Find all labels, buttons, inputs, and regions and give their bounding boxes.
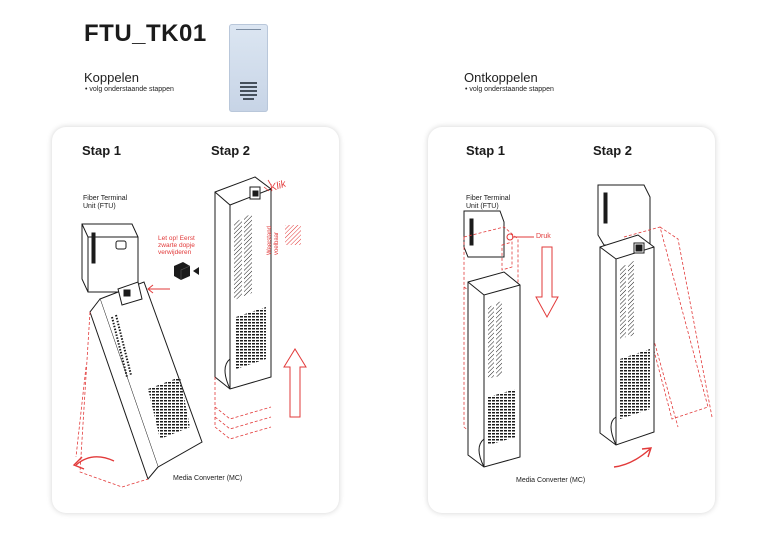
press-marker bbox=[506, 233, 534, 241]
disconnect-illustration bbox=[463, 184, 713, 468]
connect-warning-note: Let op! Eerst zwarte dopje verwijderen bbox=[158, 235, 195, 256]
connect-ftu-label: Fiber Terminal Unit (FTU) bbox=[83, 195, 128, 210]
connect-title: Koppelen bbox=[84, 70, 139, 85]
disconnect-subtitle: • volg onderstaande stappen bbox=[465, 86, 554, 93]
down-arrow-icon bbox=[535, 246, 559, 319]
rotate-guide bbox=[75, 311, 149, 488]
disconnect-mc-label: Media Converter (MC) bbox=[516, 477, 586, 484]
ftu-unit bbox=[81, 223, 139, 293]
connect-subtitle: • volg onderstaande stappen bbox=[85, 86, 174, 93]
push-up-arrow-icon bbox=[283, 348, 307, 418]
klik-marks-icon bbox=[263, 179, 272, 192]
media-converter-tilted bbox=[89, 281, 203, 480]
media-converter-upright bbox=[214, 176, 272, 390]
device-thumbnail bbox=[229, 24, 268, 112]
druk-label: Druk bbox=[536, 233, 551, 240]
rotate-out-arrow-icon bbox=[613, 447, 653, 468]
connect-card: Stap 1 Stap 2 Fiber Terminal Unit (FTU) … bbox=[52, 127, 339, 513]
rotate-arrow-icon bbox=[72, 456, 115, 470]
disconnect-card: Stap 1 Stap 2 Fiber Terminal Unit (FTU) … bbox=[428, 127, 715, 513]
media-converter-d2 bbox=[599, 234, 655, 446]
resistance-label: Weerstand voelbaar bbox=[267, 226, 280, 255]
disconnect-step2-label: Stap 2 bbox=[593, 143, 633, 158]
insert-arrow-icon bbox=[147, 284, 170, 294]
black-cap-icon bbox=[174, 262, 199, 280]
connect-step2-label: Stap 2 bbox=[211, 143, 251, 158]
connect-step1-label: Stap 1 bbox=[82, 143, 122, 158]
ftu-unit-3 bbox=[597, 184, 651, 246]
push-up-guide bbox=[214, 377, 272, 440]
page-title: FTU_TK01 bbox=[84, 20, 207, 47]
media-converter-d1 bbox=[467, 271, 521, 468]
disconnect-ftu-label: Fiber Terminal Unit (FTU) bbox=[466, 195, 511, 210]
connect-illustration bbox=[72, 176, 307, 488]
resistance-hatch bbox=[285, 225, 301, 245]
connect-mc-label: Media Converter (MC) bbox=[173, 475, 243, 482]
ftu-unit-2 bbox=[463, 210, 505, 258]
disconnect-title: Ontkoppelen bbox=[464, 70, 538, 85]
disconnect-step1-label: Stap 1 bbox=[466, 143, 506, 158]
